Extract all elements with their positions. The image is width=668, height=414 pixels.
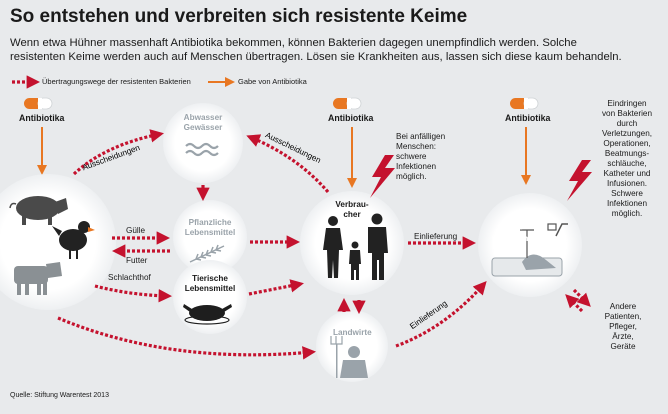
water-icon xyxy=(185,142,219,157)
note-line: Infektionen xyxy=(606,199,648,208)
note-line: durch xyxy=(616,119,638,128)
antibiotika-label: Antibiotika xyxy=(505,113,551,123)
note-line: schwere xyxy=(396,152,427,161)
edge-label-ausscheidungen-left: Ausscheidungen xyxy=(81,143,141,172)
infection-bolt-icon xyxy=(567,160,592,201)
note-line: Ärzte, xyxy=(612,332,634,341)
note-line: Operationen, xyxy=(603,139,651,148)
edge-label-schlachthof: Schlachthof xyxy=(108,273,151,282)
note-line: Pfleger, xyxy=(609,322,637,331)
abwasser-label-line: Gewässer xyxy=(183,123,223,132)
tierische-node xyxy=(173,260,247,334)
klinik-node xyxy=(478,193,582,297)
edge-label-guelle: Gülle xyxy=(126,226,146,235)
pflanzliche-label-line: Lebensmittel xyxy=(184,228,236,237)
tierische-label-line: Tierische xyxy=(192,274,228,283)
page-title: So entstehen und verbreiten sich resiste… xyxy=(10,6,468,27)
edge-label-einlieferung-2: Einlieferung xyxy=(408,299,449,331)
edge-label-einlieferung-1: Einlieferung xyxy=(414,232,458,241)
pill-icon xyxy=(24,97,53,110)
intro-line: Wenn etwa Hühner massenhaft Antibiotika … xyxy=(10,37,577,49)
transmission-arrows xyxy=(57,129,591,360)
tierische-label-line: Lebensmittel xyxy=(184,284,236,293)
roast-chicken-icon xyxy=(183,304,232,325)
note-line: Infusionen. xyxy=(606,179,648,188)
verbraucher-label: Verbrau- cher xyxy=(326,200,378,220)
note-line: Andere xyxy=(609,302,637,311)
landwirte-label: Landwirte xyxy=(333,328,372,337)
edge-label-futter: Futter xyxy=(126,256,148,265)
arrow-consumers-abwasser xyxy=(246,134,330,194)
klinik-label-line: Klinik- xyxy=(497,224,523,233)
note-line: schläuche, xyxy=(607,159,647,168)
pflanzliche-label: Pflanzliche Lebensmittel xyxy=(170,218,250,238)
pill-icon xyxy=(510,97,539,110)
verbraucher-label-line: cher xyxy=(343,210,361,219)
intro-text: Wenn etwa Hühner massenhaft Antibiotika … xyxy=(10,36,660,64)
note-line: Patienten, xyxy=(604,312,642,321)
abwasser-label-line: Abwasser xyxy=(183,113,223,122)
note-line: Eindringen xyxy=(607,99,647,108)
tierische-label: Tierische Lebensmittel xyxy=(170,274,250,294)
note-line: möglich. xyxy=(611,209,643,218)
wheat-icon xyxy=(189,244,225,263)
note-line: möglich. xyxy=(396,172,427,181)
note-line: Geräte xyxy=(610,342,636,351)
source-note: Quelle: Stiftung Warentest 2013 xyxy=(10,392,109,399)
note-line: Katheter und xyxy=(603,169,651,178)
klinik-label-line: patienten xyxy=(491,234,529,243)
pill-icon xyxy=(333,97,362,110)
family-icon xyxy=(323,213,388,280)
landwirte-node xyxy=(316,310,388,382)
note-eindringen: Eindringen von Bakterien durch Verletzun… xyxy=(590,99,664,219)
note-line: Schwere xyxy=(611,189,643,198)
infection-bolt-icon xyxy=(370,155,395,198)
note-line: Beatmungs- xyxy=(604,149,650,158)
note-line: Verletzungen, xyxy=(601,129,653,138)
arrow-landwirte-clinic xyxy=(395,280,487,348)
pflanzliche-label-line: Pflanzliche xyxy=(188,218,232,227)
note-andere: Andere Patienten, Pfleger, Ärzte, Geräte xyxy=(593,302,653,352)
arrow-animals-abwasser xyxy=(72,129,164,176)
abwasser-node xyxy=(163,103,243,183)
antibiotika-label: Antibiotika xyxy=(19,113,65,123)
pig-icon xyxy=(9,196,68,225)
farmer-icon xyxy=(330,336,368,378)
arrow-animals-landwirte xyxy=(57,316,317,360)
verbraucher-label-line: Verbrau- xyxy=(335,200,369,209)
note-line: Bei anfälligen xyxy=(396,132,446,141)
arrow-tierische-consumers xyxy=(248,279,304,296)
note-line: Infektionen xyxy=(396,162,437,171)
chicken-icon xyxy=(52,221,95,259)
antibiotika-label: Antibiotika xyxy=(328,113,374,123)
klinik-label: Klinik- patienten xyxy=(480,224,540,244)
cow-icon xyxy=(14,262,62,295)
legend-transmission-label: Übertragungswege der resistenten Bakteri… xyxy=(42,77,191,86)
abwasser-label: Abwasser Gewässer xyxy=(163,113,243,133)
note-line: von Bakterien xyxy=(601,109,653,118)
arrow-clinic-andere xyxy=(572,288,591,307)
intro-line: resistenten Keime werden auch auf Mensch… xyxy=(10,51,622,63)
note-infektionen: Bei anfälligen Menschen: schwere Infekti… xyxy=(396,132,466,182)
arrow-schlachthof xyxy=(94,284,173,303)
legend-antibiotics-label: Gabe von Antibiotika xyxy=(238,77,307,86)
hospital-bed-icon xyxy=(491,223,568,277)
pflanzliche-node xyxy=(173,200,247,274)
arrow-andere-clinic xyxy=(565,294,584,313)
note-line: Menschen: xyxy=(396,142,437,151)
